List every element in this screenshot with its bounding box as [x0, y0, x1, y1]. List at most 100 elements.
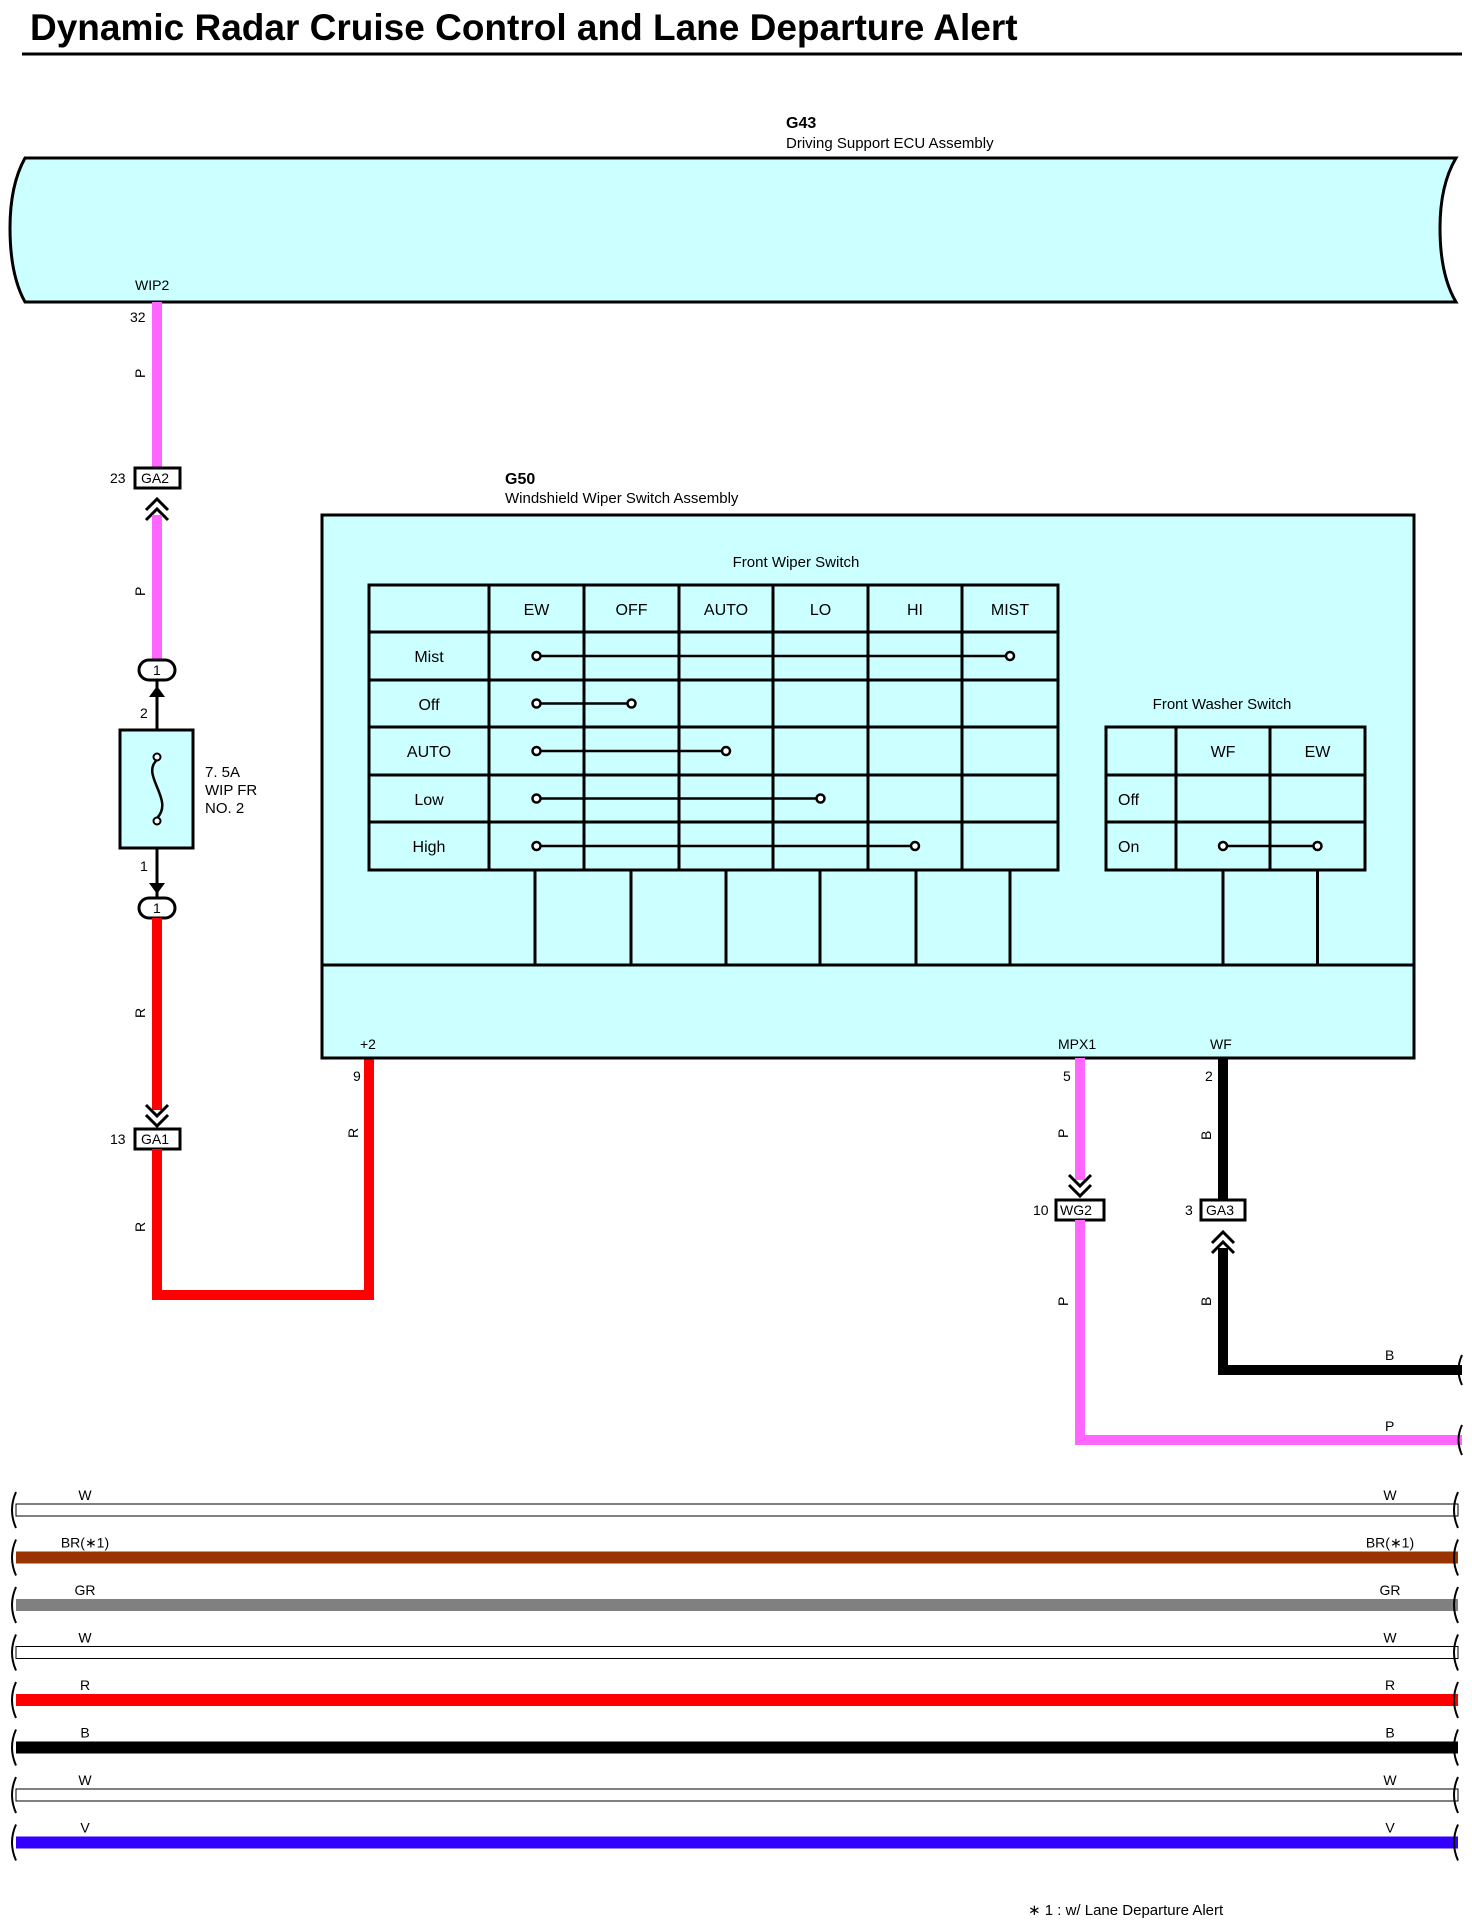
ga1-pin: 13	[110, 1131, 126, 1147]
wg2-pin: 10	[1033, 1202, 1049, 1218]
wire-label-switch-wf: B	[1198, 1131, 1214, 1140]
terminal-plus2-label: +2	[360, 1036, 376, 1052]
terminal-mpx1-pin: 5	[1063, 1068, 1071, 1084]
wire-label-wg2-down: P	[1055, 1297, 1071, 1306]
wiper-col-header: OFF	[616, 602, 648, 619]
fuse-name: WIP FR	[205, 782, 257, 799]
ga2-connector	[133, 466, 182, 490]
washer-col-header: WF	[1211, 744, 1236, 761]
fuse-pin-top: 2	[140, 705, 148, 721]
fuse-number: NO. 2	[205, 800, 244, 817]
bus-label-left: B	[80, 1725, 89, 1741]
ga2-arrow-icon	[144, 496, 170, 522]
wire-ga3-exit	[1218, 1248, 1462, 1375]
wire-label-ga2-fuse: P	[132, 587, 148, 596]
wiper-row-header: AUTO	[407, 744, 451, 761]
washer-switch-title: Front Washer Switch	[1153, 696, 1292, 713]
bus-label-left: W	[78, 1772, 92, 1788]
bus-break-left-icon	[11, 1491, 17, 1529]
contact-point	[1217, 840, 1229, 852]
fuse-terminal-top	[152, 752, 162, 762]
wire-label-ecu-ga2: P	[132, 369, 148, 378]
wire-label-exit-b: B	[1385, 1347, 1394, 1363]
wire-label-switch-mpx1: P	[1055, 1129, 1071, 1138]
bus-break-left-icon	[11, 1681, 17, 1719]
bus-break-left-icon	[11, 1776, 17, 1814]
bus-label-left: W	[78, 1630, 92, 1646]
bus-break-left-icon	[11, 1539, 17, 1576]
ga3-connector	[1199, 1198, 1247, 1222]
bus-label-right: V	[1385, 1820, 1395, 1836]
ga2-pin: 23	[110, 470, 126, 486]
terminal-mpx1-label: MPX1	[1058, 1036, 1096, 1052]
wiper-col-header: MIST	[991, 602, 1029, 619]
ecu-terminal-label: WIP2	[135, 277, 169, 293]
washer-row-header: Off	[1118, 792, 1140, 809]
bus-label-right: BR(∗1)	[1366, 1535, 1414, 1551]
bus-break-left-icon	[11, 1729, 17, 1766]
ga1-name: GA1	[141, 1131, 169, 1147]
contact-point	[909, 840, 921, 852]
wiper-row-header: High	[413, 839, 446, 856]
bus-break-right-icon	[1453, 1634, 1459, 1671]
wiper-row-header: Low	[414, 792, 444, 809]
wire-label-fuse-ga1: R	[132, 1008, 148, 1018]
wire-ga1-to-switch	[152, 1058, 374, 1300]
junction-top-pin: 1	[153, 662, 161, 678]
diagram-title: Dynamic Radar Cruise Control and Lane De…	[30, 7, 1018, 48]
bus-label-left: GR	[75, 1582, 96, 1598]
bus-break-left-icon	[11, 1586, 17, 1624]
bus-label-right: W	[1383, 1487, 1397, 1503]
fuse-icon	[150, 759, 164, 819]
contact-point	[531, 793, 542, 804]
bus-break-right-icon	[1453, 1729, 1459, 1766]
footnote: ∗ 1 : w/ Lane Departure Alert	[1028, 1902, 1224, 1919]
terminal-wf-pin: 2	[1205, 1068, 1213, 1084]
fuse-terminal-bottom	[152, 816, 162, 826]
bus-label-left: BR(∗1)	[61, 1535, 109, 1551]
contact-point	[1004, 650, 1016, 662]
ga3-pin: 3	[1185, 1202, 1193, 1218]
contact-point	[531, 745, 542, 757]
ecu-code: G43	[786, 115, 816, 132]
washer-col-header: EW	[1305, 744, 1332, 761]
bus-wire	[15, 1788, 1459, 1802]
contact-point	[720, 745, 732, 757]
junction-bottom-arrow-icon	[149, 883, 165, 894]
ga3-name: GA3	[1206, 1202, 1234, 1218]
wire-break-p-icon	[1457, 1424, 1463, 1456]
wg2-name: WG2	[1060, 1202, 1092, 1218]
junction-bottom-pin: 1	[153, 900, 161, 916]
wire-break-b-icon	[1457, 1354, 1463, 1386]
terminal-wf-label: WF	[1210, 1036, 1232, 1052]
contact-point	[1312, 840, 1323, 852]
switch-code: G50	[505, 471, 535, 488]
wire-label-switch-plus2: R	[345, 1128, 361, 1138]
bus-wire	[15, 1503, 1459, 1517]
ecu-terminal-pin: 32	[130, 309, 146, 325]
bus-break-right-icon	[1453, 1681, 1459, 1719]
contact-point	[531, 650, 542, 662]
bus-break-left-icon	[11, 1634, 17, 1671]
ecu-name: Driving Support ECU Assembly	[786, 135, 994, 152]
wiper-row-header: Mist	[414, 649, 444, 666]
contact-point	[626, 698, 637, 709]
wire-label-exit-p: P	[1385, 1418, 1394, 1434]
bus-break-right-icon	[1453, 1491, 1459, 1529]
wiper-col-header: AUTO	[704, 602, 748, 619]
bus-break-right-icon	[1453, 1586, 1459, 1624]
washer-row-header: On	[1118, 839, 1139, 856]
bus-break-right-icon	[1453, 1776, 1459, 1814]
bus-label-right: W	[1383, 1772, 1397, 1788]
fuse-rating: 7. 5A	[205, 764, 240, 781]
wiper-col-header: HI	[907, 602, 923, 619]
wire-wg2-exit	[1075, 1220, 1462, 1445]
bus-label-right: W	[1383, 1630, 1397, 1646]
bus-label-left: V	[80, 1820, 90, 1836]
bus-label-left: R	[80, 1677, 90, 1693]
bus-label-right: B	[1385, 1725, 1394, 1741]
wiper-row-header: Off	[418, 697, 440, 714]
